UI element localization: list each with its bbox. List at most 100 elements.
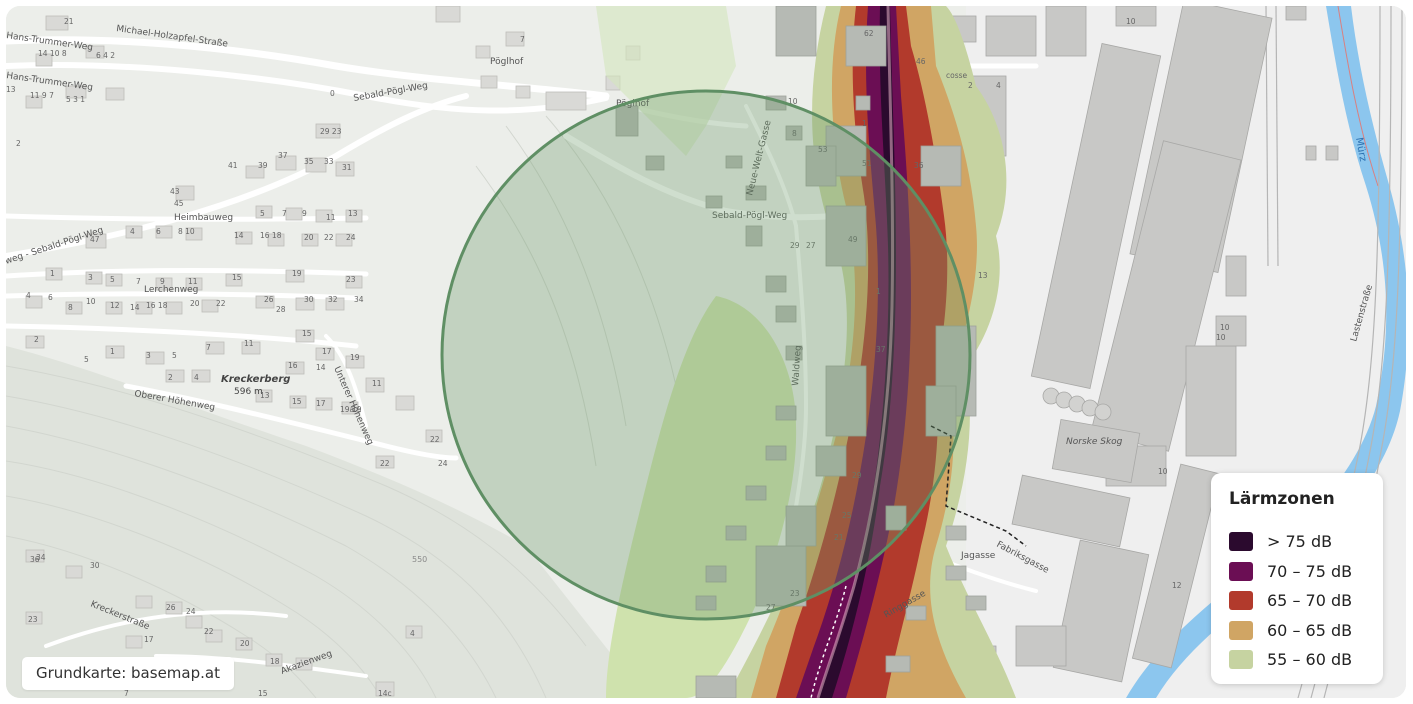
- svg-text:41: 41: [228, 161, 238, 170]
- svg-text:10: 10: [86, 297, 96, 306]
- svg-text:24: 24: [346, 233, 356, 242]
- svg-text:Norske Skog: Norske Skog: [1066, 437, 1123, 447]
- svg-text:11: 11: [326, 213, 336, 222]
- legend-label: > 75 dB: [1267, 532, 1333, 552]
- svg-text:1: 1: [862, 119, 867, 128]
- svg-text:2: 2: [168, 373, 173, 382]
- svg-text:23: 23: [346, 275, 356, 284]
- svg-text:47: 47: [90, 235, 100, 244]
- legend-swatch: [1229, 650, 1253, 670]
- svg-text:25: 25: [842, 511, 852, 520]
- svg-text:10: 10: [788, 97, 798, 106]
- svg-text:30: 30: [90, 561, 100, 570]
- svg-text:16 18: 16 18: [260, 231, 282, 240]
- legend-item: > 75 dB: [1229, 527, 1365, 557]
- svg-text:14c: 14c: [378, 689, 392, 698]
- svg-text:5: 5: [260, 209, 265, 218]
- svg-text:62: 62: [864, 29, 874, 38]
- legend-swatch: [1229, 620, 1253, 640]
- svg-text:37: 37: [278, 151, 288, 160]
- svg-text:6 4 2: 6 4 2: [96, 51, 115, 60]
- svg-text:33: 33: [324, 157, 334, 166]
- svg-text:22: 22: [216, 299, 226, 308]
- svg-text:15: 15: [232, 273, 242, 282]
- noise-legend: Lärmzonen > 75 dB 70 – 75 dB 65 – 70 dB …: [1211, 473, 1383, 684]
- svg-text:21: 21: [64, 17, 74, 26]
- svg-text:8 10: 8 10: [178, 227, 195, 236]
- svg-text:23: 23: [28, 615, 38, 624]
- svg-text:14: 14: [130, 303, 140, 312]
- svg-text:cosse: cosse: [946, 71, 968, 80]
- main-street: [816, 6, 895, 698]
- svg-text:10: 10: [1158, 467, 1168, 476]
- svg-text:17: 17: [316, 399, 326, 408]
- zone-70-75: [796, 6, 911, 698]
- svg-text:Pöglhof: Pöglhof: [616, 99, 650, 109]
- svg-text:49: 49: [848, 235, 858, 244]
- svg-text:29: 29: [790, 241, 800, 250]
- svg-text:596 m: 596 m: [234, 387, 263, 397]
- attribution-label: Grundkarte: basemap.at: [22, 657, 234, 690]
- svg-text:Heimbauweg: Heimbauweg: [174, 213, 233, 223]
- svg-text:9: 9: [302, 209, 307, 218]
- svg-text:7: 7: [282, 209, 287, 218]
- svg-text:14: 14: [316, 363, 326, 372]
- svg-text:5: 5: [110, 275, 115, 284]
- svg-text:13: 13: [6, 85, 16, 94]
- svg-text:36: 36: [30, 555, 40, 564]
- svg-text:20: 20: [190, 299, 200, 308]
- map-canvas[interactable]: Michael-Holzapfel-Straße Hans-Trummer-We…: [6, 6, 1406, 698]
- svg-text:2: 2: [968, 81, 973, 90]
- svg-text:10: 10: [1126, 17, 1136, 26]
- legend-title: Lärmzonen: [1229, 489, 1335, 509]
- legend-label: 70 – 75 dB: [1267, 561, 1353, 581]
- svg-text:24: 24: [186, 607, 196, 616]
- legend-item: 55 – 60 dB: [1229, 645, 1365, 675]
- svg-text:7: 7: [206, 343, 211, 352]
- svg-text:4: 4: [996, 81, 1001, 90]
- storage-tanks: [1042, 387, 1112, 421]
- svg-text:Mürz: Mürz: [1353, 137, 1368, 163]
- legend-swatch: [1229, 591, 1253, 611]
- svg-text:Kreckerberg: Kreckerberg: [221, 374, 290, 385]
- svg-text:46: 46: [916, 57, 926, 66]
- svg-text:6: 6: [156, 227, 161, 236]
- svg-text:28: 28: [276, 305, 286, 314]
- svg-text:21: 21: [834, 533, 844, 542]
- svg-text:4: 4: [130, 227, 135, 236]
- svg-text:3: 3: [88, 273, 93, 282]
- svg-text:53: 53: [818, 145, 828, 154]
- svg-text:34: 34: [354, 295, 364, 304]
- map-viewport[interactable]: Michael-Holzapfel-Straße Hans-Trummer-We…: [6, 6, 1406, 698]
- svg-text:4: 4: [26, 291, 31, 300]
- svg-text:29 23: 29 23: [320, 127, 342, 136]
- svg-text:26: 26: [264, 295, 274, 304]
- svg-text:26: 26: [166, 603, 176, 612]
- svg-text:20: 20: [240, 639, 250, 648]
- svg-text:12: 12: [110, 301, 120, 310]
- radius-circle[interactable]: [440, 89, 972, 621]
- svg-text:Waldweg: Waldweg: [791, 345, 804, 386]
- legend-item: 70 – 75 dB: [1229, 557, 1365, 587]
- svg-text:17: 17: [322, 347, 332, 356]
- meadow-area: [606, 296, 797, 698]
- svg-text:11: 11: [372, 379, 382, 388]
- svg-text:7: 7: [124, 689, 129, 698]
- svg-text:11: 11: [244, 339, 254, 348]
- svg-text:3: 3: [146, 351, 151, 360]
- svg-text:18: 18: [270, 657, 280, 666]
- svg-text:13: 13: [260, 391, 270, 400]
- svg-text:35: 35: [304, 157, 314, 166]
- svg-text:Sebald-Pögl-Weg: Sebald-Pögl-Weg: [712, 211, 787, 221]
- svg-text:15: 15: [292, 397, 302, 406]
- svg-text:2: 2: [16, 139, 21, 148]
- meadow-north: [596, 6, 736, 156]
- buildings-corridor: [615, 6, 987, 698]
- svg-text:14: 14: [234, 231, 244, 240]
- svg-text:19: 19: [352, 405, 362, 414]
- svg-text:34: 34: [36, 553, 46, 562]
- svg-text:29: 29: [852, 471, 862, 480]
- svg-text:1: 1: [50, 269, 55, 278]
- svg-text:15: 15: [258, 689, 268, 698]
- svg-text:23: 23: [790, 589, 800, 598]
